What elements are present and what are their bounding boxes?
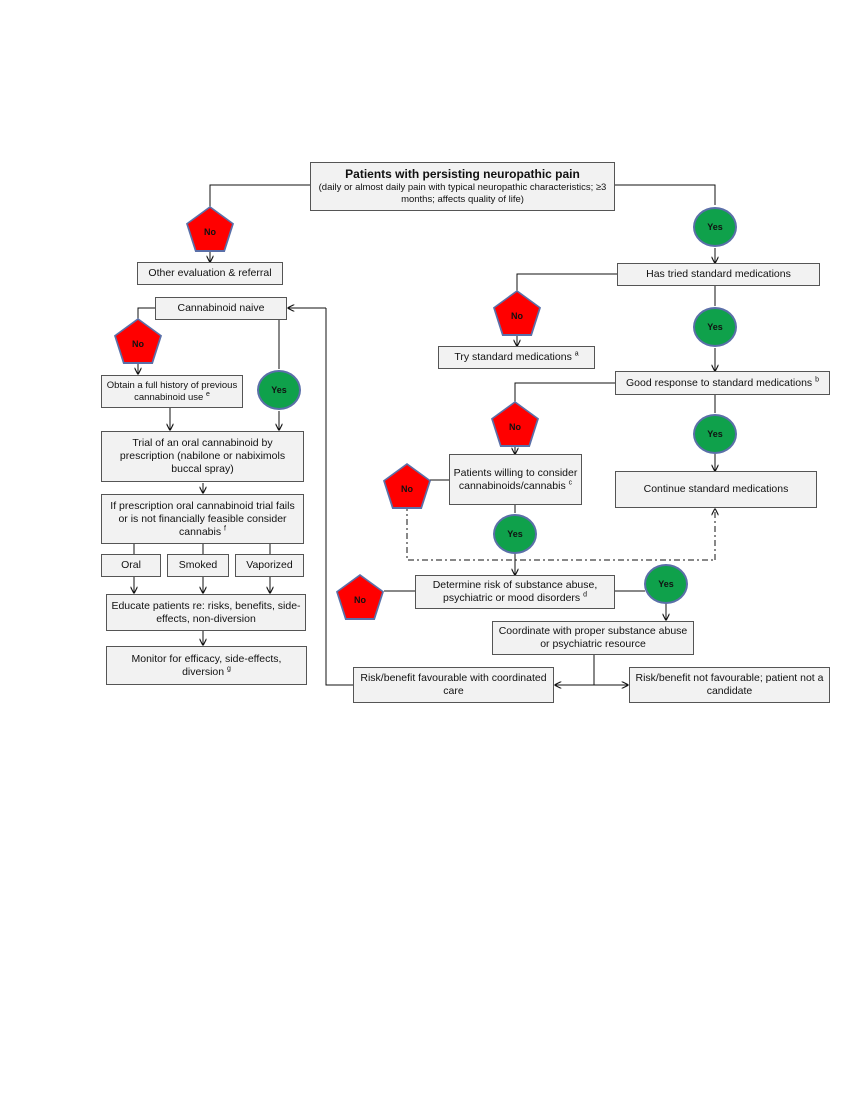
educate-patients-box: Educate patients re: risks, benefits, si… <box>106 594 306 631</box>
patients-persisting-pain-box: Patients with persisting neuropathic pai… <box>310 162 615 211</box>
route-vaporized-box: Vaporized <box>235 554 304 577</box>
note-f: f <box>224 525 226 532</box>
yes-badge-risk: Yes <box>644 564 688 604</box>
note-c: c <box>568 479 573 486</box>
route-smoked-box: Smoked <box>167 554 229 577</box>
monitor-box: Monitor for efficacy, side-effects, dive… <box>106 646 307 685</box>
trial-oral-cannabinoid-box: Trial of an oral cannabinoid by prescrip… <box>101 431 304 482</box>
yes-badge-initial: Yes <box>693 207 737 247</box>
yes-badge-has-tried: Yes <box>693 307 737 347</box>
full-history-box: Obtain a full history of previous cannab… <box>101 375 243 408</box>
yes-badge-naive: Yes <box>257 370 301 410</box>
good-response-box: Good response to standard medications b <box>615 371 830 395</box>
route-oral-box: Oral <box>101 554 161 577</box>
yes-badge-willing: Yes <box>493 514 537 554</box>
risk-favourable-box: Risk/benefit favourable with coordinated… <box>353 667 554 703</box>
note-b: b <box>815 376 820 383</box>
note-d: d <box>583 591 587 599</box>
other-evaluation-box: Other evaluation & referral <box>137 262 283 285</box>
note-g: g <box>227 665 231 672</box>
has-tried-standard-box: Has tried standard medications <box>617 263 820 286</box>
note-e: e <box>205 390 210 398</box>
determine-risk-box: Determine risk of substance abuse, psych… <box>415 575 615 609</box>
note-a: a <box>574 350 579 358</box>
cannabinoid-naive-box: Cannabinoid naive <box>155 297 287 320</box>
top-subtitle: (daily or almost daily pain with typical… <box>318 182 607 205</box>
coordinate-box: Coordinate with proper substance abuse o… <box>492 621 694 655</box>
if-trial-fails-box: If prescription oral cannabinoid trial f… <box>101 494 304 544</box>
top-title: Patients with persisting neuropathic pai… <box>345 167 580 181</box>
patients-willing-box: Patients willing to consider cannabinoid… <box>449 454 582 505</box>
try-standard-box: Try standard medications a <box>438 346 595 369</box>
continue-standard-box: Continue standard medications <box>615 471 817 508</box>
yes-badge-good-response: Yes <box>693 414 737 454</box>
risk-not-favourable-box: Risk/benefit not favourable; patient not… <box>629 667 830 703</box>
no-badge-risk: No <box>336 574 384 620</box>
no-badge-good-response: No <box>491 401 539 447</box>
